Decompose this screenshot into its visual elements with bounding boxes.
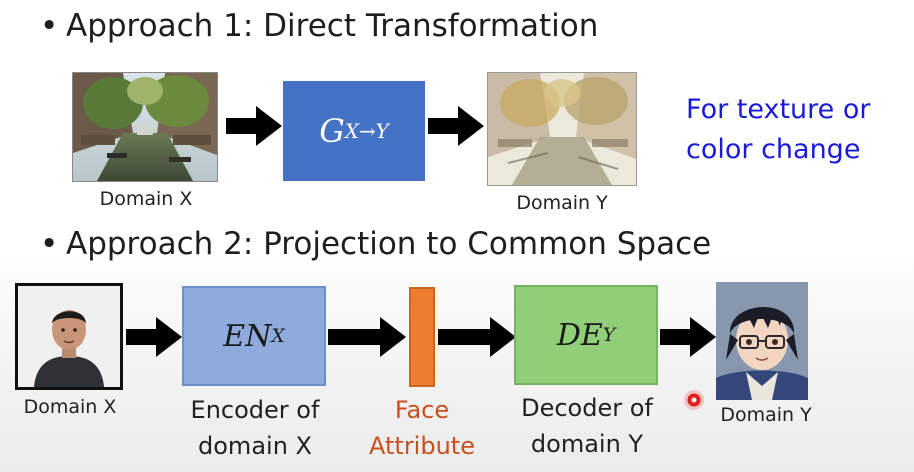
note-line-1: For texture or [686,94,871,125]
approach1-title-text: Approach 1: Direct Transformation [66,8,599,44]
arrow-right-icon [328,317,406,357]
approach2-title: •Approach 2: Projection to Common Space [40,226,711,262]
arrow-right-icon [126,317,182,357]
decoder-caption-line-2: domain Y [530,430,644,458]
encoder-subscript: X [271,325,285,347]
encoder-caption: Encoder of domain X [168,392,342,464]
texture-color-note: For texture or color change [686,90,871,170]
decoder-label: DE [556,317,603,353]
domain-y-caption: Domain Y [516,192,608,214]
arrow-right-icon [660,317,716,357]
arrow-right-icon [438,317,516,357]
approach2-title-text: Approach 2: Projection to Common Space [66,226,712,262]
domain-x-caption: Domain X [99,188,193,210]
arrow-right-icon [428,106,484,146]
encoder-label: EN [223,318,272,354]
approach1-title: •Approach 1: Direct Transformation [40,8,598,44]
domain-x-photo [72,72,218,182]
person-domain-x-caption: Domain X [23,396,117,418]
note-line-2: color change [686,134,861,165]
decoder-subscript: Y [602,324,616,346]
decoder-caption-line-1: Decoder of [521,394,653,422]
generator-subscript: X→Y [344,119,389,143]
pointer-dot-icon [683,389,705,411]
face-caption-line-2: Attribute [369,432,475,460]
face-caption-line-1: Face [394,396,450,424]
anime-character-image [716,282,808,400]
bullet: • [40,8,59,44]
face-attribute-bar [409,287,435,387]
encoder-caption-line-1: Encoder of [190,396,320,424]
anime-domain-y-caption: Domain Y [720,404,812,426]
encoder-caption-line-2: domain X [198,432,312,460]
face-attribute-caption: Face Attribute [352,392,492,464]
generator-label: G [319,112,345,150]
person-photo [15,283,123,390]
arrow-right-icon [226,106,282,146]
domain-y-painting [487,72,637,186]
bullet: • [40,226,59,262]
decoder-caption: Decoder of domain Y [502,390,672,462]
